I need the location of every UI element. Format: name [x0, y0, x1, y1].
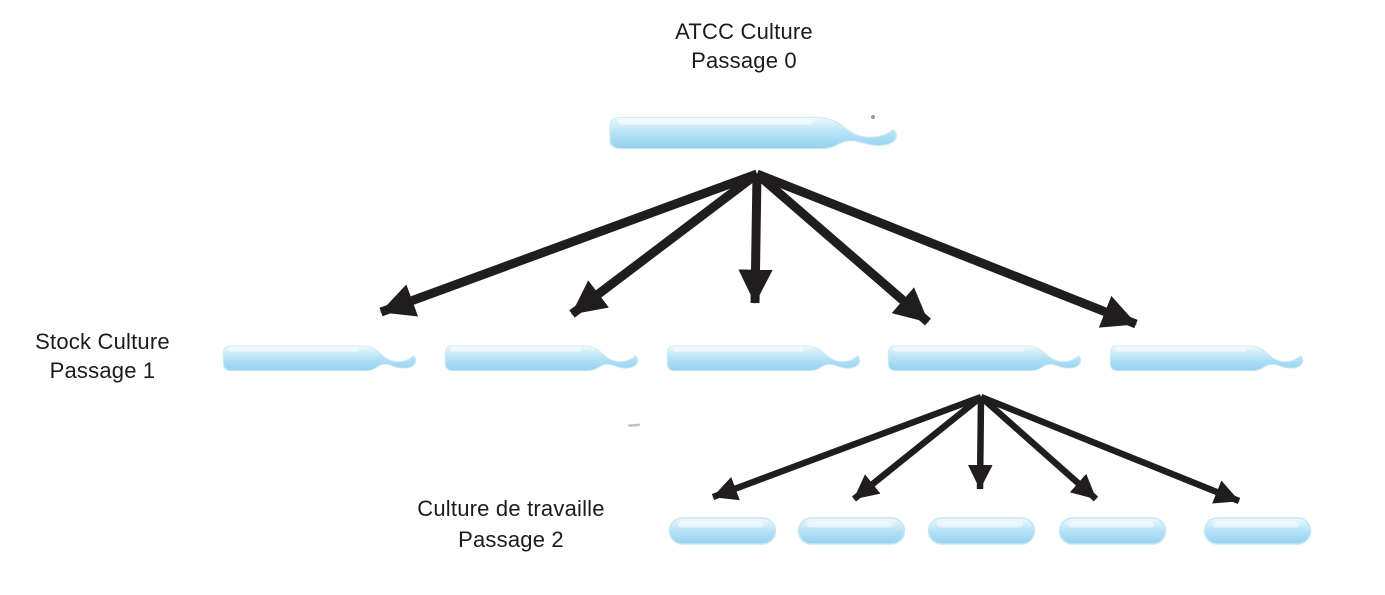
passage-2-vials: [668, 517, 1312, 545]
vial-capsule-p2-3: [927, 517, 1036, 545]
label-passage-2-line1: Culture de travaille: [417, 496, 605, 521]
speck-dash: [628, 423, 641, 427]
vial-ampoule-p1-2: [444, 345, 639, 372]
arrow-p0-v3: [738, 173, 773, 304]
label-passage-2-line2: Passage 2: [458, 527, 564, 552]
arrow-p1-v5: [979, 393, 1241, 505]
arrow-p0-v2: [569, 170, 760, 318]
arrow-p1-v2: [851, 394, 984, 502]
vial-ampoule-p1-3: [666, 345, 861, 372]
vial-capsule-p2-5: [1203, 517, 1312, 545]
passage-1-vials: [222, 345, 1304, 372]
label-passage-0-line2: Passage 0: [691, 48, 797, 73]
label-passage-1-line1: Stock Culture: [35, 329, 170, 354]
label-passage-2: Culture de travaille Passage 2: [361, 493, 661, 555]
arrow-p1-v1: [711, 393, 983, 501]
label-passage-0: ATCC Culture Passage 0: [614, 17, 874, 75]
arrow-p1-v3: [967, 396, 993, 490]
vial-ampoule-p1-1: [222, 345, 417, 372]
vial-ampoule-p1-5: [1109, 345, 1304, 372]
vial-capsule-p2-4: [1058, 517, 1167, 545]
vial-capsule-p2-2: [797, 517, 906, 545]
label-passage-1-line2: Passage 1: [49, 358, 156, 383]
speck-dot: [871, 115, 875, 119]
arrow-p0-v5: [755, 169, 1138, 329]
vial-capsule-p2-1: [668, 517, 777, 545]
label-passage-0-line1: ATCC Culture: [675, 19, 813, 44]
vial-ampoule-p1-4: [887, 345, 1082, 372]
arrow-p0-v1: [379, 169, 759, 317]
arrow-fan-p0-to-p1: [379, 169, 1138, 329]
arrow-p0-v4: [754, 170, 931, 326]
arrow-fan-p1-to-p2: [711, 393, 1241, 505]
passage-0-vials: [609, 116, 898, 150]
vial-ampoule-p0-1: [609, 116, 898, 150]
label-passage-1: Stock Culture Passage 1: [0, 327, 205, 385]
arrow-p1-v4: [978, 394, 1099, 502]
